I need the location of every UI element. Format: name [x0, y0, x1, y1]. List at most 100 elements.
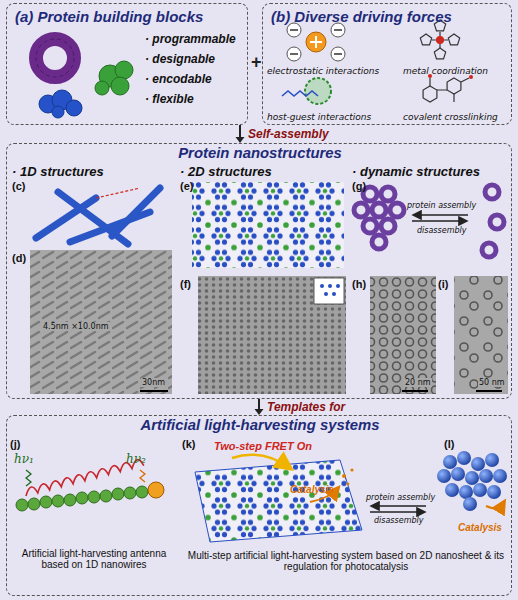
component-panel: (b) Diverse driving forceselectrostatic … — [262, 3, 512, 125]
tem-image-f — [332, 292, 336, 296]
tem-image-h — [370, 276, 436, 394]
panel-letter: (d) — [12, 252, 26, 264]
protein-rings-free — [485, 185, 499, 199]
nanowire-antenna — [112, 488, 124, 500]
nanosheet — [342, 474, 346, 478]
protein-cluster-l — [445, 483, 459, 497]
scale-label: 50 nm — [478, 378, 506, 387]
protein-blue-icon — [39, 90, 82, 118]
nanowire-rods — [58, 192, 128, 244]
nanosheet — [342, 468, 354, 485]
tem-image-i — [454, 276, 508, 394]
protein-cluster-l — [473, 483, 487, 497]
electrostatic-icon — [287, 23, 345, 61]
process-label: protein assembly — [366, 493, 435, 502]
panel-letter: (g) — [352, 180, 366, 192]
protein-cluster-l — [451, 467, 465, 481]
section-panel: Protein nanostructures — [6, 143, 512, 399]
tem-image-f — [320, 284, 340, 296]
tem-image-h — [370, 276, 436, 394]
panel-letter: (c) — [12, 180, 25, 192]
feature-label: · flexible — [145, 92, 194, 106]
panel-caption: Artificial light-harvesting antenna base… — [10, 548, 178, 570]
nanowire-antenna — [148, 482, 164, 498]
metal-coordination-icon — [420, 34, 431, 45]
metal-coordination-icon — [436, 36, 444, 44]
nanosheet — [347, 483, 350, 486]
process-label: protein assembly — [407, 201, 476, 210]
nanowire-rods — [112, 188, 160, 236]
tem-image-f — [320, 284, 324, 288]
protein-ring-cluster — [372, 235, 386, 249]
panel-title: (b) Diverse driving forces — [271, 8, 452, 25]
flow-arrow — [239, 125, 241, 137]
feature-label: · encodable — [145, 72, 212, 86]
protein-ring-icon — [36, 39, 74, 77]
protein-green-icon — [95, 81, 109, 95]
feature-label: covalent crosslinking — [403, 112, 498, 122]
nanowire-antenna — [52, 495, 64, 507]
assembly-arrows — [412, 220, 466, 221]
protein-green-icon — [95, 61, 133, 95]
plus-sign: + — [251, 52, 262, 73]
assembly-arrows — [412, 215, 468, 221]
subheading: · 2D structures — [180, 164, 272, 179]
panel-letter: (l) — [444, 438, 454, 450]
panel-title: (a) Protein building blocks — [15, 8, 203, 25]
flow-arrow — [258, 399, 260, 409]
assembly-arrows — [370, 506, 426, 512]
feature-label: · designable — [145, 52, 215, 66]
tem-image-f — [328, 284, 332, 288]
tem-image-f — [336, 284, 340, 288]
feature-label: · programmable — [145, 32, 236, 46]
flow-arrow — [236, 125, 245, 143]
panel-letter: (i) — [438, 278, 448, 290]
electrostatic-icon — [290, 30, 342, 54]
protein-cluster-l — [493, 469, 507, 483]
subheading: · 1D structures — [12, 164, 104, 179]
photon-label: hν₁ — [14, 452, 34, 466]
electrostatic-icon — [310, 36, 322, 48]
protein-ring-cluster — [381, 187, 395, 201]
dimension-label: 4.5nm ×10.0nm — [42, 322, 110, 331]
protein-ring-cluster — [372, 203, 386, 217]
nanowire-antenna — [40, 496, 52, 508]
protein-cluster-l — [465, 471, 479, 485]
nanowire-antenna — [100, 490, 112, 502]
metal-coordination-icon — [448, 34, 459, 45]
process-label: Catalysis — [290, 484, 334, 495]
process-label: Two-step FRET On — [214, 440, 312, 452]
host-guest-icon — [282, 91, 318, 96]
covalent-crosslink-icon — [423, 74, 473, 102]
protein-cluster-l — [463, 497, 477, 511]
arrow-label: Templates for — [266, 400, 346, 414]
nanowire-antenna — [76, 492, 88, 504]
protein-ring-cluster — [363, 219, 377, 233]
panel-caption: Multi-step artificial light-harvesting s… — [186, 550, 506, 572]
process-label: Catalysis — [458, 522, 502, 533]
zoom-line — [96, 188, 140, 198]
protein-rings-free — [482, 243, 496, 257]
lattice-2d — [192, 182, 344, 268]
nanowire-antenna — [26, 470, 31, 486]
metal-coordination-icon — [432, 32, 448, 48]
tem-image-d — [30, 250, 172, 394]
tem-image-d — [30, 250, 172, 394]
covalent-crosslink-icon — [423, 86, 437, 102]
electrostatic-icon — [306, 32, 326, 52]
feature-label: host-guest interactions — [267, 112, 371, 122]
protein-blue-icon — [52, 106, 64, 118]
protein-cluster-l — [485, 453, 499, 467]
photon-label: hν₂ — [126, 452, 146, 466]
protein-ring-cluster — [354, 187, 404, 249]
protein-green-icon — [111, 77, 129, 95]
tem-image-i — [454, 276, 508, 394]
protein-ring-icon — [36, 39, 74, 77]
tem-image-f — [198, 276, 346, 394]
metal-coordination-icon — [434, 48, 445, 59]
protein-cluster-l — [459, 485, 473, 499]
panel-letter: (h) — [352, 278, 366, 290]
tem-image-f — [198, 276, 346, 394]
